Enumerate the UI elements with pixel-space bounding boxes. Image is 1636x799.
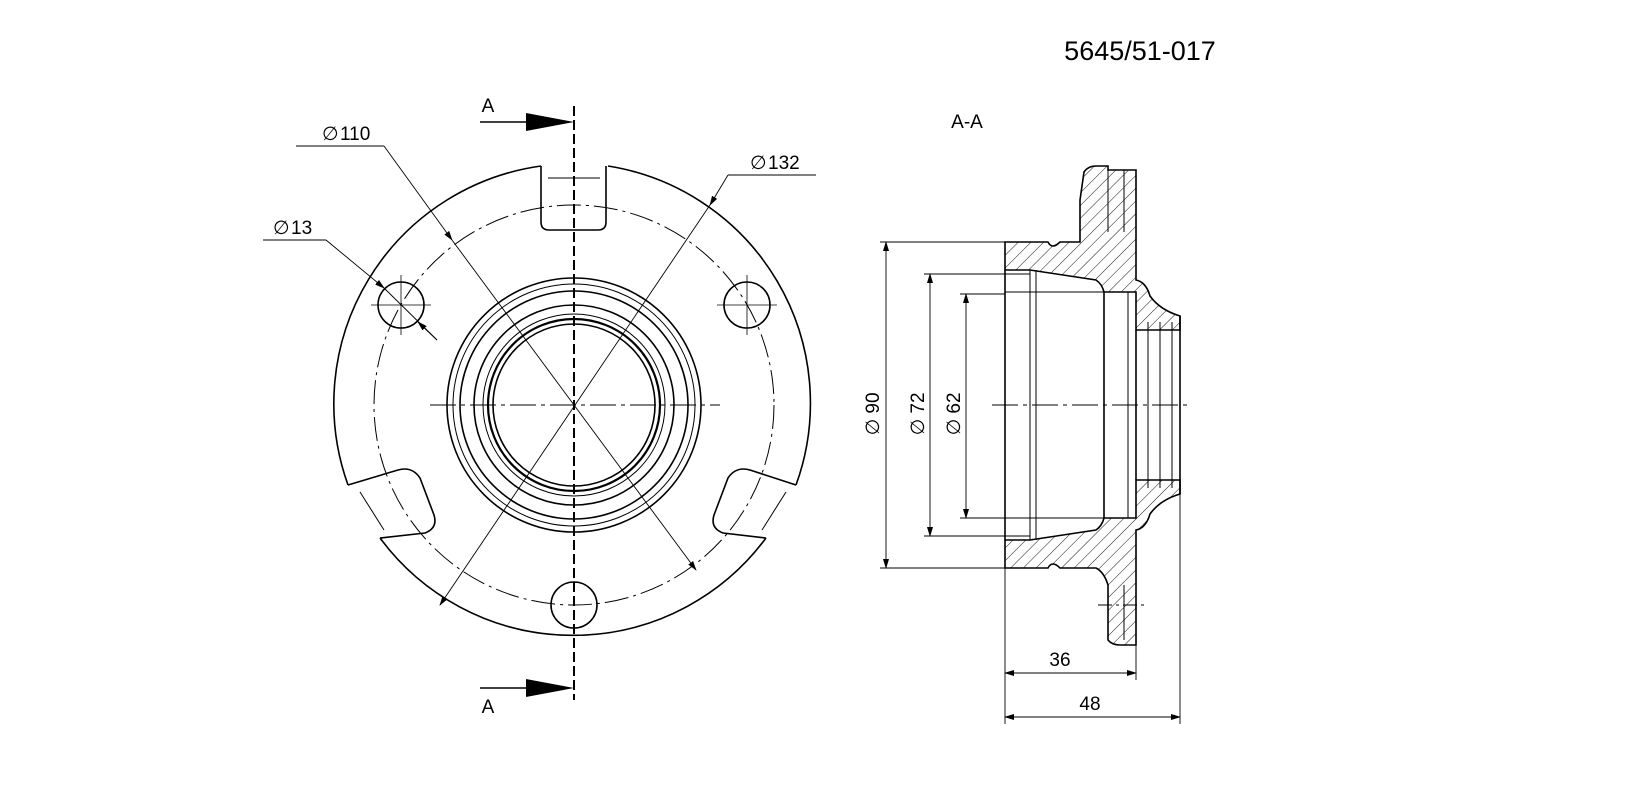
section-arrow-bottom	[526, 679, 574, 697]
section-mark-bottom: A	[482, 697, 495, 718]
dim-bore-72: 72	[908, 392, 929, 413]
section-upper-wall	[1004, 165, 1181, 331]
slot-lower-left	[347, 468, 436, 539]
section-view: ∅ 90 ∅ 72 ∅ 62 36 48	[863, 165, 1188, 724]
diameter-symbol: ∅	[863, 419, 884, 436]
diameter-symbol: ∅	[908, 419, 929, 436]
part-number: 5645/51-017	[1064, 36, 1216, 66]
front-view: A A ∅ 110 ∅ 132 ∅ 13	[263, 96, 816, 718]
dim-len-36: 36	[1049, 650, 1070, 671]
slot-lower-right	[712, 468, 797, 539]
dim-bore-62: 62	[944, 392, 965, 413]
flange-outline	[333, 165, 812, 637]
diameter-symbol: ∅	[322, 124, 339, 145]
slot-top	[540, 166, 607, 231]
dim-bolt-circle: 110	[340, 124, 370, 145]
dim-hole: 13	[291, 218, 312, 239]
section-mark-top: A	[482, 96, 495, 117]
dim-od-90: 90	[863, 392, 884, 413]
diameter-symbol: ∅	[273, 218, 290, 239]
dim-len-48: 48	[1079, 694, 1100, 715]
diameter-symbol: ∅	[944, 419, 965, 436]
dim-flange-od: 132	[768, 153, 800, 174]
section-view-label: A-A	[951, 112, 983, 133]
section-lower-wall	[1004, 479, 1181, 646]
section-arrow-top	[526, 113, 574, 131]
diameter-symbol: ∅	[750, 153, 767, 174]
